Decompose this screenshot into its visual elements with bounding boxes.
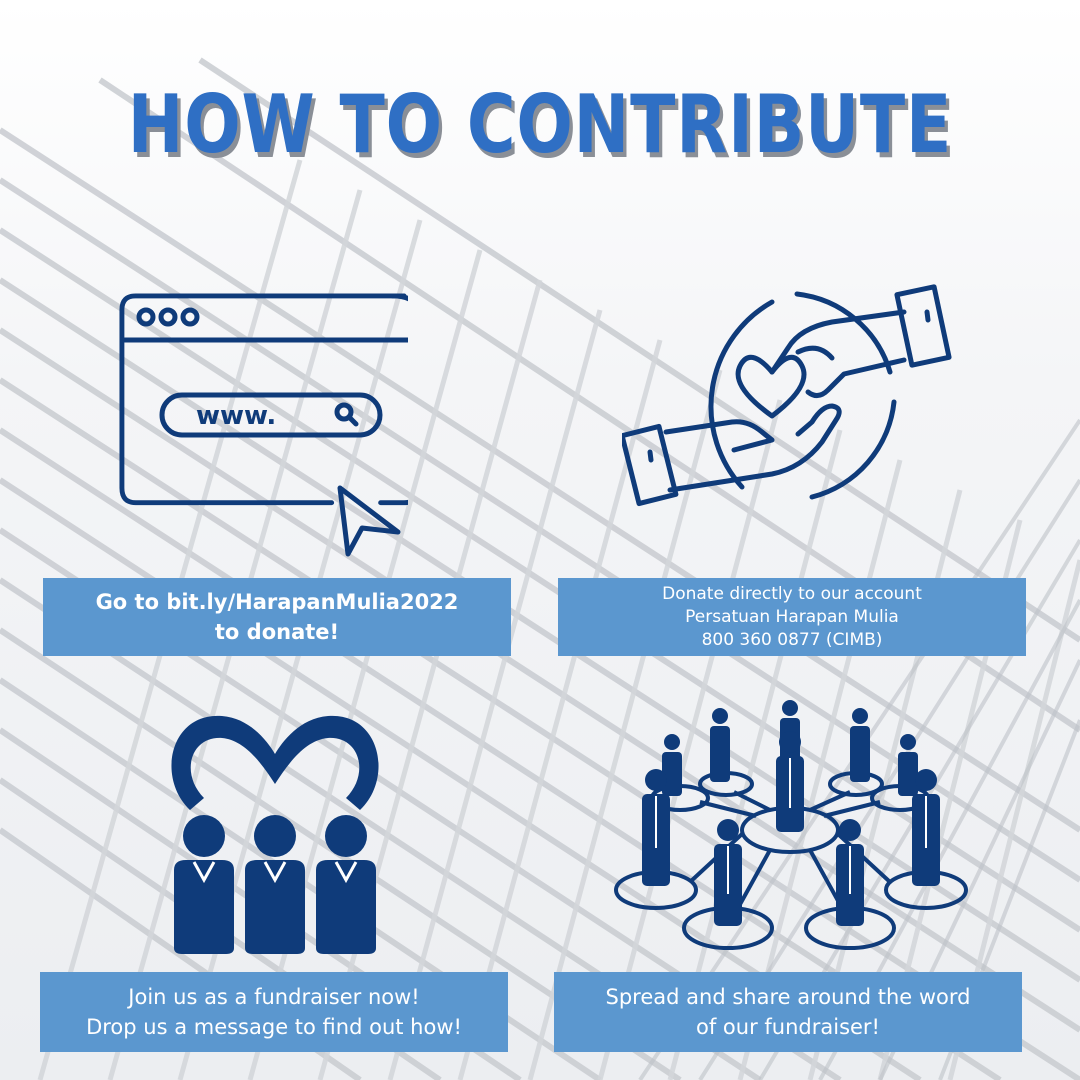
browser-url-icon: www. xyxy=(119,293,408,557)
caption-line: to donate! xyxy=(214,620,340,644)
page-title: HOW TO CONTRIBUTE xyxy=(127,78,953,171)
caption-line: Drop us a message to find out how! xyxy=(86,1015,462,1039)
people-network-icon xyxy=(614,700,968,950)
caption-line: Join us as a fundraiser now! xyxy=(128,985,420,1009)
caption-line: Persatuan Harapan Mulia xyxy=(685,606,899,627)
caption-line: Go to bit.ly/HarapanMulia2022 xyxy=(95,590,459,614)
caption-line: Spread and share around the word xyxy=(605,985,971,1009)
caption-join-fundraiser: Join us as a fundraiser now! Drop us a m… xyxy=(40,972,508,1052)
caption-donate-link: Go to bit.ly/HarapanMulia2022 to donate! xyxy=(43,578,511,656)
caption-bank-account: Donate directly to our account Persatuan… xyxy=(558,578,1026,656)
hand-giving-heart-icon xyxy=(622,284,952,507)
url-text: www. xyxy=(196,401,276,431)
caption-share-word: Spread and share around the word of our … xyxy=(554,972,1022,1052)
caption-line: of our fundraiser! xyxy=(696,1015,880,1039)
heart-group-icon xyxy=(171,715,379,954)
caption-line: Donate directly to our account xyxy=(662,583,922,604)
caption-line: 800 360 0877 (CIMB) xyxy=(701,629,883,650)
